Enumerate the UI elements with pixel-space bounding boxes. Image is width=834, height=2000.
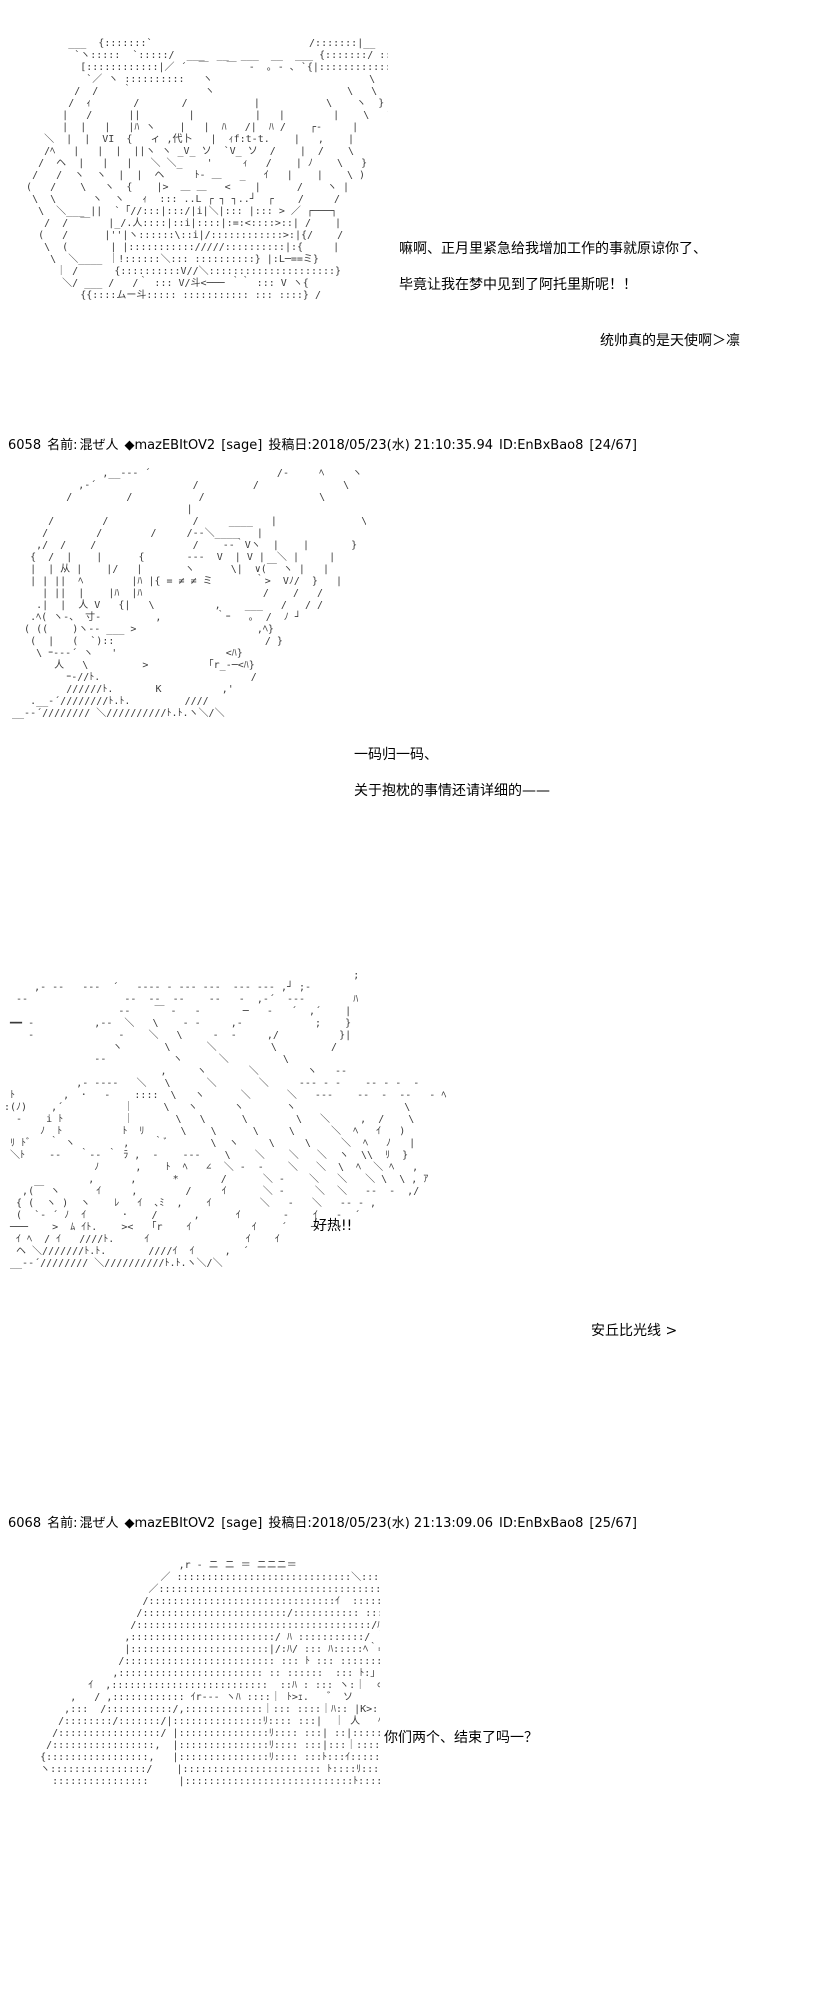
post-mail: [sage]	[221, 1516, 263, 1531]
post-count: [24/67]	[589, 438, 637, 453]
post-date-label: 投稿日:	[268, 438, 312, 453]
post-trip: ◆mazEBItOV2	[124, 438, 216, 453]
post-name: 混ぜ人	[79, 1516, 119, 1531]
post-trip: ◆mazEBItOV2	[124, 1516, 216, 1531]
post-name: 混ぜ人	[79, 438, 119, 453]
post-date: 2018/05/23(水) 21:10:35.94	[311, 438, 493, 453]
post-name-label: 名前:	[47, 1516, 78, 1531]
post-number: 6068	[8, 1516, 42, 1531]
post-name-label: 名前:	[47, 438, 78, 453]
sfx-text: 好热!!	[313, 1218, 353, 1234]
ascii-art-robed-figure: ,r ‐ ニ ニ ＝ ニニニ＝ ／ ::::::::::::::::::::::…	[40, 1560, 380, 1787]
ascii-art-figure-with-horns: ___ {:::::::` /:::::::|__ . , `ヽ::::: `:…	[26, 38, 388, 301]
dialogue-line: 安丘比光线 >	[591, 1323, 678, 1339]
dialogue-line: 统帅真的是天使啊＞凛	[600, 333, 740, 349]
dialogue-line: 你们两个、结束了吗一？	[384, 1730, 538, 1746]
dialogue-line: 嘛啊、正月里紧急给我增加工作的事就原谅你了、	[399, 241, 707, 257]
ascii-art-girl-portrait: ,__--‐ ´ /‐ ﾍ ｀ヽ ,‐´ / / \ / / / \ | /	[12, 468, 366, 719]
post-mail: [sage]	[221, 438, 263, 453]
post-number: 6058	[8, 438, 42, 453]
post-date-label: 投稿日:	[268, 1516, 312, 1531]
dialogue-line: 一码归一码、	[354, 747, 438, 763]
post-header: 6068 名前:混ぜ人 ◆mazEBItOV2 [sage] 投稿日:2018/05/2…	[8, 1512, 643, 1531]
post-count: [25/67]	[589, 1516, 637, 1531]
post-date: 2018/05/23(水) 21:13:09.06	[311, 1516, 493, 1531]
post-header: 6058 名前:混ぜ人 ◆mazEBItOV2 [sage] 投稿日:2018/05/2…	[8, 434, 643, 453]
post-id: ID:EnBxBao8	[498, 1516, 584, 1531]
dialogue-line: 关于抱枕的事情还请详细的——	[354, 783, 550, 799]
post-id: ID:EnBxBao8	[498, 438, 584, 453]
ascii-art-action-scene: ; ,‐ -- ‐‐‐ ´ ‐‐‐‐ ‐ ‐‐‐ ‐‐‐ ‐‐‐ ‐‐‐ ,┘ …	[4, 970, 447, 1269]
dialogue-line: 毕竟让我在梦中见到了阿托里斯呢！！	[399, 277, 637, 293]
